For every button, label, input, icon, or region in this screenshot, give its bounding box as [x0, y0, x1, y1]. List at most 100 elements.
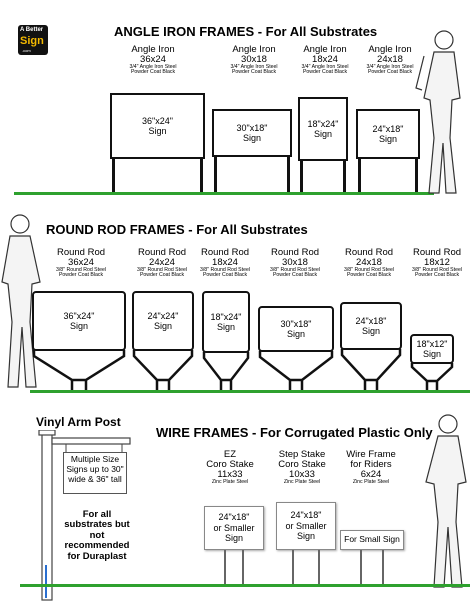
frame-leg: [112, 157, 115, 195]
rod-frame-5-label: Round Rod 24x18 3/8" Round Rod Steel Pow…: [336, 248, 402, 279]
frame-name: Round Rod: [270, 247, 320, 258]
frame-size: 30x18: [241, 53, 267, 65]
frame-leg: [242, 550, 244, 586]
logo-line3: .com: [22, 48, 31, 53]
sign-text: 18"x24" Sign: [307, 118, 339, 139]
frame-name: Angle Iron: [131, 44, 175, 55]
angle-sign-36x24: 36"x24" Sign: [110, 93, 205, 159]
sign-text: 36"x24" Sign: [63, 310, 95, 331]
frame-name: Round Rod: [344, 247, 394, 258]
sign-text: 18"x12" Sign: [416, 338, 448, 359]
frame-name: Round Rod: [56, 247, 106, 258]
wire-sign-step: 24"x18" or Smaller Sign: [276, 502, 336, 550]
frame-name: Angle Iron: [368, 44, 412, 55]
rod-frame-4-label: Round Rod 30x18 3/8" Round Rod Steel Pow…: [258, 248, 332, 279]
frame-size: 24x24: [149, 256, 175, 268]
frame-size: 18x24: [212, 256, 238, 268]
rod-frame-stand: [410, 363, 454, 392]
angle-frame-3-label: Angle Iron 18x24 3/4" Angle Iron Steel P…: [285, 45, 365, 76]
frame-material: Zinc Plate Steel: [352, 478, 390, 485]
wire-sign-ez: 24"x18" or Smaller Sign: [204, 506, 264, 550]
frame-material: Zinc Plate Steel: [211, 478, 249, 485]
sign-text: For Small Sign: [344, 534, 400, 545]
frame-name: Angle Iron: [232, 44, 276, 55]
frame-material: 3/8" Round Rod Steel Powder Coat Black: [136, 266, 187, 279]
frame-leg: [292, 550, 294, 586]
frame-size: 18x24: [312, 53, 338, 65]
rod-frame-stand: [340, 349, 402, 392]
frame-size: 6x24: [360, 468, 382, 480]
frame-name: EZ Coro Stake: [206, 449, 254, 470]
wire-frame-3-label: Wire Frame for Riders 6x24 Zinc Plate St…: [338, 450, 404, 485]
frame-name: Wire Frame for Riders: [346, 449, 396, 470]
frame-size: 36x24: [68, 256, 94, 268]
frame-leg: [200, 157, 203, 195]
frame-material: 3/4" Angle Iron Steel Powder Coat Black: [230, 63, 278, 76]
sign-text: 24"x24" Sign: [147, 310, 179, 331]
frame-name: Round Rod: [200, 247, 250, 258]
sign-text: 24"x18" Sign: [355, 315, 387, 336]
frame-material: 3/8" Round Rod Steel Powder Coat Black: [411, 266, 462, 279]
frame-leg: [358, 157, 361, 195]
vinyl-sign-panel: Multiple Size Signs up to 30" wide & 36"…: [63, 452, 127, 494]
frame-size: 24x18: [377, 53, 403, 65]
sign-text: 30"x18" Sign: [280, 318, 312, 339]
frame-leg: [415, 157, 418, 195]
frame-material: 3/4" Angle Iron Steel Powder Coat Black: [301, 63, 349, 76]
rod-sign-24x24: 24"x24" Sign: [132, 291, 194, 351]
logo-line1: A Better: [20, 27, 44, 33]
ground-line: [30, 390, 470, 393]
frame-leg: [382, 550, 384, 586]
sign-text: 24"x18" or Smaller Sign: [213, 512, 255, 544]
rod-sign-30x18: 30"x18" Sign: [258, 306, 334, 352]
sign-text: 24"x18" Sign: [372, 123, 404, 144]
abettersign-logo[interactable]: A Better Sign .com: [18, 25, 48, 55]
frame-material: 3/8" Round Rod Steel Powder Coat Black: [199, 266, 250, 279]
angle-frame-4-label: Angle Iron 24x18 3/4" Angle Iron Steel P…: [348, 45, 432, 76]
rod-sign-36x24: 36"x24" Sign: [32, 291, 126, 351]
sign-text: 18"x24" Sign: [210, 311, 242, 332]
angle-sign-30x18: 30"x18" Sign: [212, 109, 292, 157]
frame-material: Zinc Plate Steel: [283, 478, 321, 485]
sign-text: 30"x18" Sign: [236, 122, 268, 143]
rod-frame-stand: [132, 350, 194, 392]
rod-sign-24x18: 24"x18" Sign: [340, 302, 402, 350]
wire-title: WIRE FRAMES - For Corrugated Plastic Onl…: [156, 425, 433, 440]
rod-frame-stand: [32, 350, 126, 392]
sign-text: 24"x18" or Smaller Sign: [285, 510, 327, 542]
frame-leg: [343, 159, 346, 195]
frame-material: 3/4" Angle Iron Steel Powder Coat Black: [129, 63, 177, 76]
frame-size: 10x33: [289, 468, 315, 480]
angle-sign-24x18: 24"x18" Sign: [356, 109, 420, 159]
frame-name: Round Rod: [137, 247, 187, 258]
logo-line2: Sign: [20, 35, 44, 47]
angle-frame-2-label: Angle Iron 30x18 3/4" Angle Iron Steel P…: [212, 45, 296, 76]
angle-frame-1-label: Angle Iron 36x24 3/4" Angle Iron Steel P…: [108, 45, 198, 76]
frame-material: 3/4" Angle Iron Steel Powder Coat Black: [366, 63, 414, 76]
frame-name: Step Stake Coro Stake: [278, 449, 326, 470]
frame-leg: [300, 159, 303, 195]
rod-frame-3-label: Round Rod 18x24 3/8" Round Rod Steel Pow…: [198, 248, 252, 279]
frame-leg: [287, 155, 290, 195]
frame-leg: [318, 550, 320, 586]
wire-frame-1-label: EZ Coro Stake 11x33 Zinc Plate Steel: [200, 450, 260, 485]
rod-frame-stand: [258, 351, 334, 392]
sign-text: 36"x24" Sign: [142, 115, 173, 136]
ground-line: [20, 584, 470, 587]
vinyl-arm-title: Vinyl Arm Post: [36, 415, 121, 429]
angle-iron-title: ANGLE IRON FRAMES - For All Substrates: [114, 24, 378, 39]
person-illustration: [1, 214, 41, 388]
frame-name: Angle Iron: [303, 44, 347, 55]
round-rod-title: ROUND ROD FRAMES - For All Substrates: [46, 222, 308, 237]
wire-sign-rider: For Small Sign: [340, 530, 404, 550]
frame-size: 36x24: [140, 53, 166, 65]
rod-frame-6-label: Round Rod 18x12 3/8" Round Rod Steel Pow…: [404, 248, 470, 279]
vinyl-note: For all substrates but not recommended f…: [64, 509, 130, 562]
frame-material: 3/8" Round Rod Steel Powder Coat Black: [343, 266, 394, 279]
frame-size: 30x18: [282, 256, 308, 268]
wire-frame-2-label: Step Stake Coro Stake 10x33 Zinc Plate S…: [270, 450, 334, 485]
vinyl-sign-text: Multiple Size Signs up to 30" wide & 36"…: [66, 454, 124, 484]
frame-size: 11x33: [217, 468, 243, 480]
rod-sign-18x12: 18"x12" Sign: [410, 334, 454, 364]
vinyl-post-illustration: [38, 430, 131, 601]
